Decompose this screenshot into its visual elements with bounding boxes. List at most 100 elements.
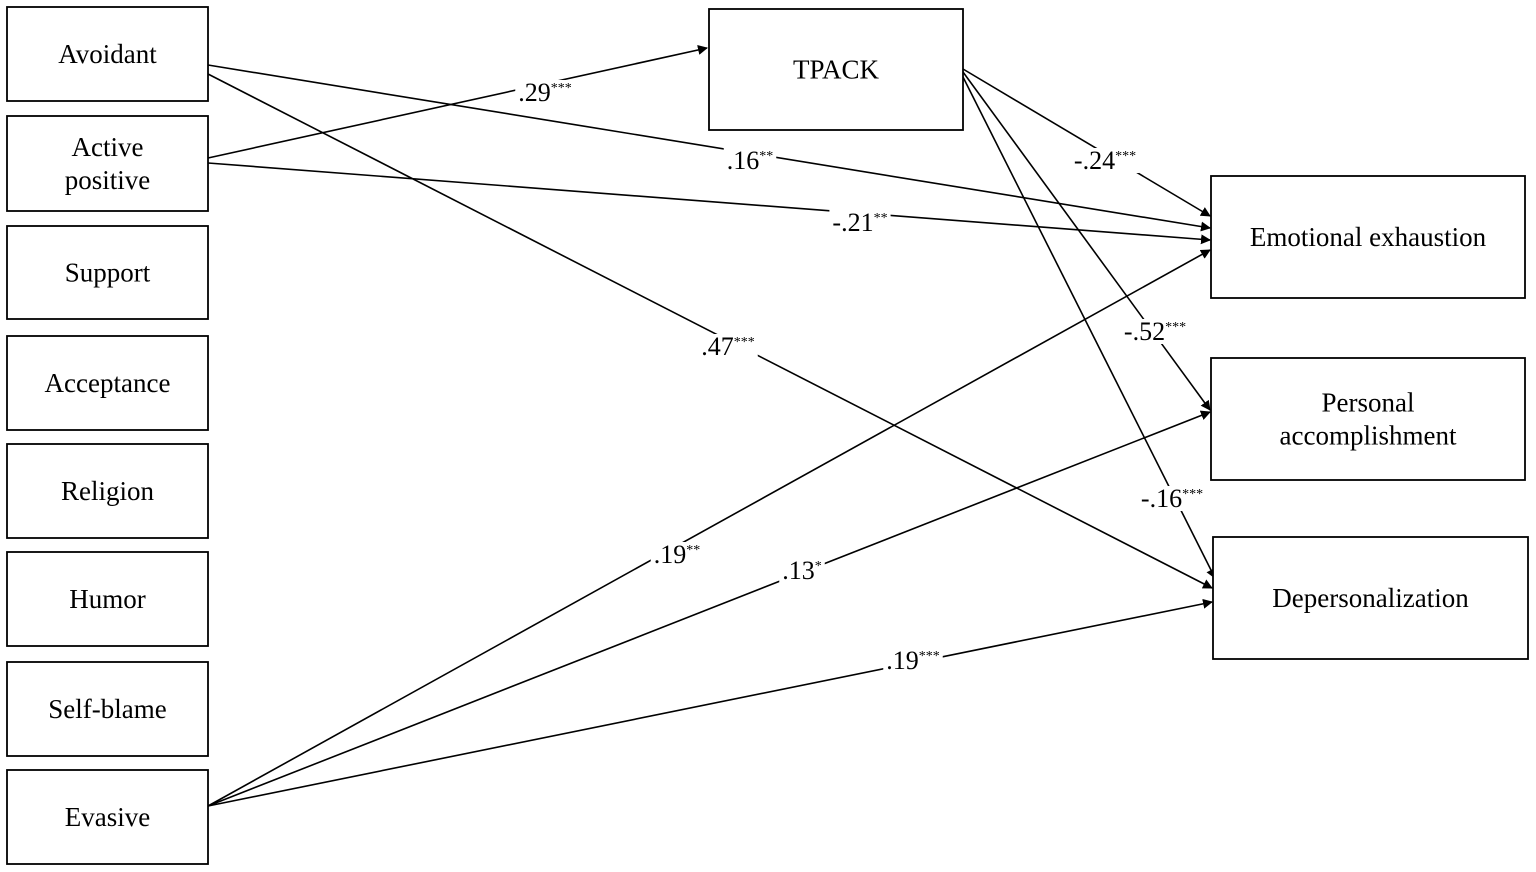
path-coefficient-tpack-dp: -.16***	[1137, 484, 1207, 513]
node-label: TPACK	[793, 55, 880, 85]
coefficient-text: .19**	[654, 540, 701, 569]
node-box	[6, 443, 209, 539]
coefficient-text: .29***	[518, 78, 572, 107]
node-box	[6, 225, 209, 320]
node-acceptance: Acceptance	[6, 335, 209, 431]
node-support: Support	[6, 225, 209, 320]
coefficient-value: -.52	[1124, 317, 1165, 346]
coefficient-background	[1137, 486, 1207, 511]
node-label: Evasive	[65, 802, 150, 832]
node-label: Avoidant	[58, 39, 157, 69]
coefficient-background	[829, 210, 891, 235]
node-box	[6, 551, 209, 647]
node-humor: Humor	[6, 551, 209, 647]
node-label: Emotional exhaustion	[1250, 222, 1487, 252]
node-box	[6, 661, 209, 757]
node-label: Active	[72, 132, 144, 162]
coefficient-value: .16	[727, 146, 760, 175]
node-box	[1210, 175, 1526, 299]
significance-stars: ***	[919, 649, 940, 664]
node-label: Religion	[61, 476, 154, 506]
node-box	[6, 769, 209, 865]
path-arrow-evasive-dp	[207, 598, 1213, 807]
path-coefficient-active-ee: -.21**	[829, 208, 891, 237]
node-religion: Religion	[6, 443, 209, 539]
significance-stars: ***	[1115, 149, 1136, 164]
node-box	[6, 335, 209, 431]
node-emotional-exhaustion: Emotional exhaustion	[1210, 175, 1526, 299]
coefficient-background	[883, 648, 943, 673]
coefficient-background	[1070, 148, 1140, 173]
coefficient-text: .47***	[701, 332, 755, 361]
significance-stars: ***	[1182, 487, 1203, 502]
node-label: Humor	[69, 584, 146, 614]
path-arrow-tpack-pa	[962, 71, 1211, 411]
coefficient-value: .19	[886, 646, 919, 675]
coefficient-value: -.16	[1141, 484, 1182, 513]
path-coefficient-evasive-dp: .19***	[883, 646, 943, 675]
significance-stars: **	[874, 211, 888, 226]
node-avoidant: Avoidant	[6, 6, 209, 102]
coefficient-value: .47	[701, 332, 734, 361]
path-coefficient-tpack-pa: -.52***	[1120, 317, 1190, 346]
coefficient-value: -.21	[832, 208, 873, 237]
coefficient-text: -.21**	[832, 208, 887, 237]
path-coefficient-evasive-pa: .13*	[779, 556, 825, 585]
significance-stars: *	[815, 559, 822, 574]
path-coefficient-avoidant-dp: .47***	[698, 332, 758, 361]
significance-stars: ***	[1165, 320, 1186, 335]
coefficient-value: .29	[518, 78, 551, 107]
coefficient-text: -.24***	[1074, 146, 1136, 175]
path-arrow-avoidant-dp	[207, 73, 1213, 589]
node-label: Personal	[1322, 388, 1415, 418]
node-box	[6, 6, 209, 102]
node-tpack: TPACK	[708, 8, 964, 131]
significance-stars: **	[686, 543, 700, 558]
coefficient-text: -.52***	[1124, 317, 1186, 346]
nodes-layer: AvoidantActivepositiveSupportAcceptanceR…	[6, 6, 1529, 865]
node-label: Depersonalization	[1272, 583, 1469, 613]
path-arrow-evasive-ee	[207, 249, 1211, 807]
path-coefficient-evasive-ee: .19**	[650, 540, 704, 569]
coefficient-background	[723, 148, 777, 173]
coefficient-value: -.24	[1074, 146, 1115, 175]
path-arrow-active-ee	[207, 162, 1211, 245]
edges-layer	[207, 45, 1216, 807]
coefficient-background	[1120, 319, 1190, 344]
node-label: positive	[65, 165, 151, 195]
node-depersonalization: Depersonalization	[1212, 536, 1529, 660]
coefficient-value: .19	[654, 540, 687, 569]
path-arrow-evasive-pa	[207, 410, 1211, 807]
coefficient-value: .13	[782, 556, 815, 585]
coefficient-text: .16**	[727, 146, 774, 175]
path-coefficient-tpack-ee: -.24***	[1070, 146, 1140, 175]
coefficient-background	[515, 80, 575, 105]
significance-stars: ***	[551, 81, 572, 96]
coefficient-background	[650, 542, 704, 567]
node-box	[1210, 357, 1526, 481]
significance-stars: **	[759, 149, 773, 164]
node-label: Support	[65, 258, 151, 288]
edge-labels-layer: .29***.16**-.21**.47***-.24***-.52***-.1…	[515, 78, 1207, 675]
path-arrow-avoidant-ee	[207, 64, 1211, 232]
node-evasive: Evasive	[6, 769, 209, 865]
path-coefficient-active-tpack: .29***	[515, 78, 575, 107]
node-self-blame: Self-blame	[6, 661, 209, 757]
coefficient-background	[779, 558, 825, 583]
path-arrow-active-tpack	[207, 45, 708, 159]
coefficient-text: .19***	[886, 646, 940, 675]
node-label: accomplishment	[1280, 421, 1457, 451]
node-label: Acceptance	[45, 368, 171, 398]
significance-stars: ***	[734, 335, 755, 350]
node-box	[6, 115, 209, 212]
node-label: Self-blame	[48, 694, 166, 724]
coefficient-text: .13*	[782, 556, 822, 585]
path-arrow-tpack-ee	[962, 68, 1211, 217]
path-coefficient-avoidant-ee: .16**	[723, 146, 777, 175]
coefficient-background	[698, 334, 758, 359]
coefficient-text: -.16***	[1141, 484, 1203, 513]
node-box	[708, 8, 964, 131]
